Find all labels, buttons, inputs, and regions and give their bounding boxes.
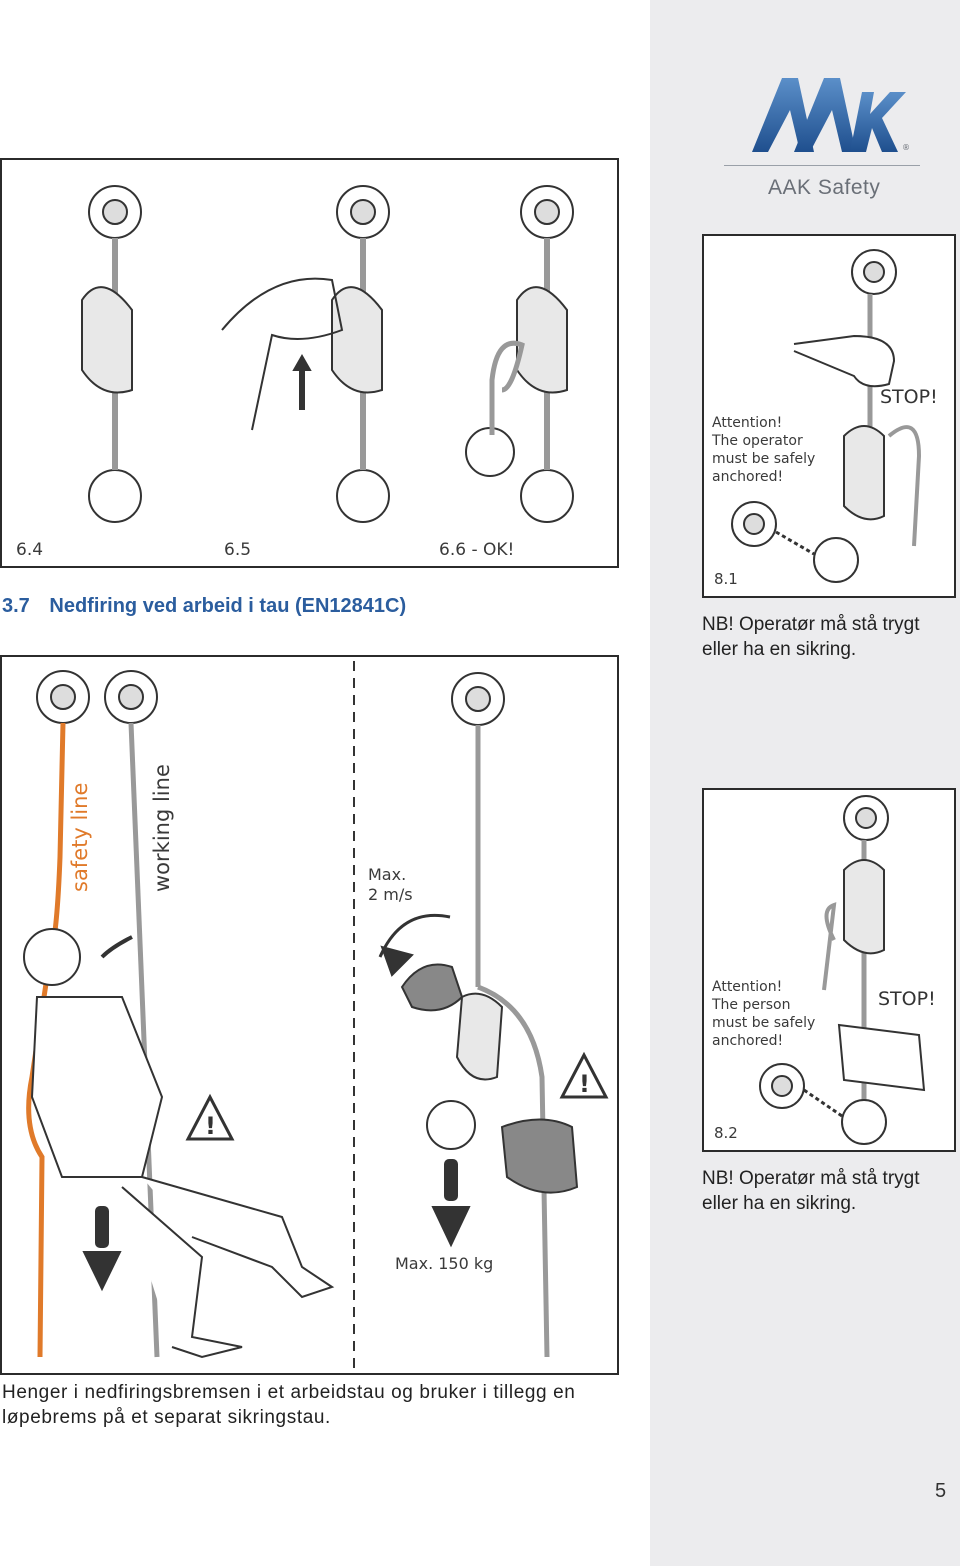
aak-logo: ® [752,78,910,152]
attention-text: Attention! The person must be safely anc… [712,978,815,1050]
page-number: 5 [935,1480,947,1502]
body-text: Henger i nedfiringsbremsen i et arbeidst… [2,1380,622,1430]
attention-line: anchored! [712,469,784,485]
note-line: eller ha en sikring. [702,1193,857,1214]
note-line: NB! Operatør må stå trygt [702,1168,920,1189]
body-line: Henger i nedfiringsbremsen i et arbeidst… [2,1382,576,1403]
stop-label: STOP! [878,988,936,1010]
caption-8-2: 8.2 [714,1124,738,1142]
body-line: løpebrems på et separat sikringstau. [2,1407,331,1428]
speed-line: 2 m/s [368,885,413,904]
logo-text: AAK Safety [768,176,881,199]
speed-label: Max. 2 m/s [368,865,413,905]
attention-line: Attention! [712,979,783,995]
attention-line: The operator [712,433,803,449]
note-line: eller ha en sikring. [702,639,857,660]
attention-line: must be safely [712,451,816,467]
section-heading: 3.7 Nedfiring ved arbeid i tau (EN12841C… [2,595,406,618]
load-label: Max. 150 kg [395,1254,494,1273]
caption-6-4: 6.4 [16,540,44,560]
harness-icon [88,469,142,523]
speed-line: Max. [368,865,407,884]
figure-main-illustration: ! ! [23,661,609,1373]
figure-8-2-illustration [759,795,926,1145]
attention-text: Attention! The operator must be safely a… [712,414,815,486]
working-line-label: working line [150,764,174,892]
safety-line-label: safety line [68,782,92,892]
logo-divider [724,165,920,166]
figure-6-panel: 6.4 6.5 6.6 - OK! [0,158,619,568]
helmet-icon [23,928,81,986]
note-8-2: NB! Operatør må stå trygt eller ha en si… [702,1166,920,1216]
figure-main-panel: ! ! safety line working line Max. 2 m/s … [0,655,619,1375]
note-line: NB! Operatør må stå trygt [702,614,920,635]
attention-line: The person [712,997,791,1013]
figure-8-2-panel: STOP! Attention! The person must be safe… [702,788,956,1152]
caption-8-1: 8.1 [714,570,738,588]
stop-label: STOP! [880,386,938,408]
figure-8-1-panel: STOP! Attention! The operator must be sa… [702,234,956,598]
note-8-1: NB! Operatør må stå trygt eller ha en si… [702,612,920,662]
attention-line: Attention! [712,415,783,431]
attention-line: anchored! [712,1033,784,1049]
harness-icon [336,469,390,523]
section-title: Nedfiring ved arbeid i tau (EN12841C) [49,595,407,617]
svg-text:!: ! [205,1112,216,1140]
figure-6-illustration [81,185,574,523]
attention-line: must be safely [712,1015,816,1031]
caption-6-5: 6.5 [224,540,252,560]
caption-6-6: 6.6 - OK! [439,540,515,560]
svg-text:!: ! [579,1070,590,1098]
registered-mark: ® [902,143,910,152]
figure-8-1-illustration [731,249,922,583]
hand-icon [465,427,515,477]
harness-icon [520,469,574,523]
section-number: 3.7 [2,595,30,617]
